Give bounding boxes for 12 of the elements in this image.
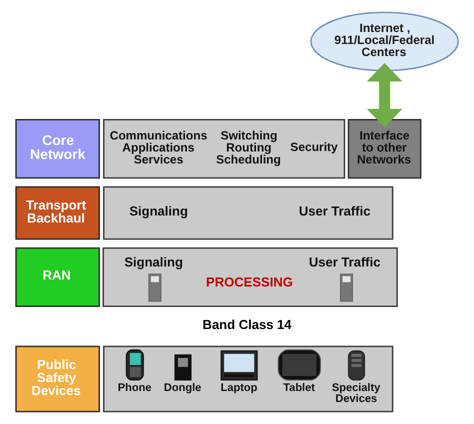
node-ellipse: Internet , 911/Local/Federal Centers [310, 12, 459, 72]
node-box: Phone Dongle Laptop Tablet Specialty Devices [103, 346, 394, 412]
node-box: Signaling User Traffic [103, 186, 394, 240]
node-box: Core Network [15, 119, 100, 179]
node-box: Interface to other Networks [348, 119, 422, 179]
node-box: Communications Applications Services Switching Routing Scheduling Security [103, 119, 346, 179]
node-box: Transport Backhaul [15, 186, 100, 240]
node-box: Signaling User Traffic PROCESSING [102, 247, 398, 307]
node-box: RAN [15, 247, 100, 307]
node-box: Public Safety Devices [15, 346, 100, 412]
label: Band Class 14 [202, 316, 292, 332]
arrow [366, 62, 402, 128]
